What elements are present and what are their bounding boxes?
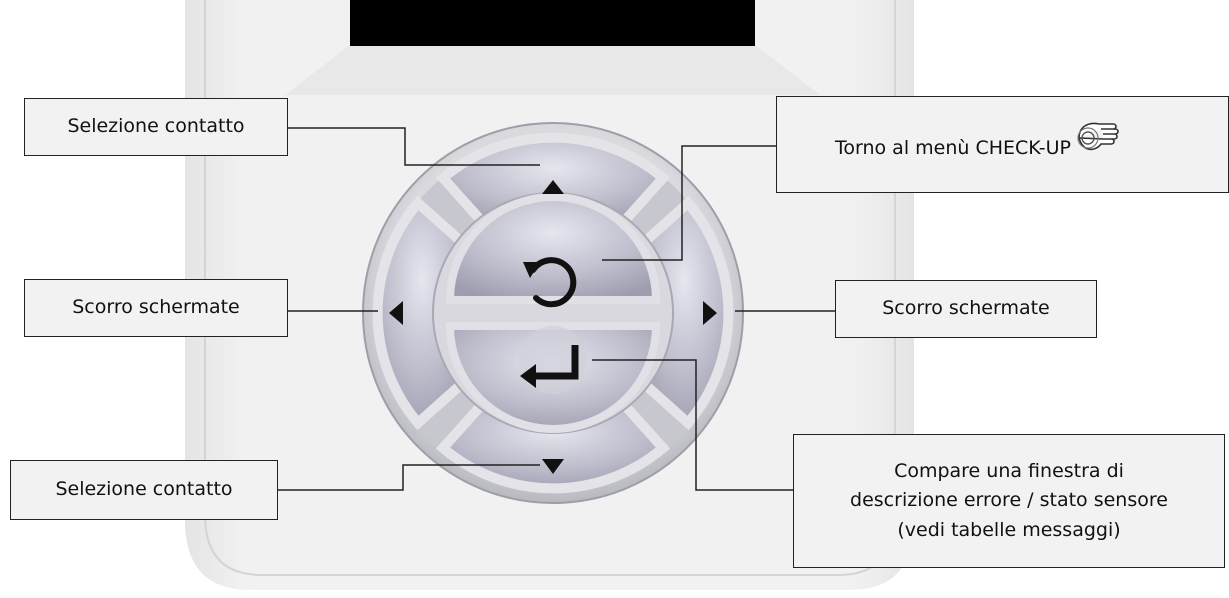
label-enter-line-3: (vedi tabelle messaggi) [897, 518, 1121, 541]
label-back-text: Torno al menù CHECK-UP [835, 136, 1071, 159]
pointing-hand-icon [1077, 122, 1119, 150]
triangle-down-icon [542, 459, 564, 474]
label-enter: Compare una finestra di descrizione erro… [793, 434, 1225, 568]
label-enter-line-2: descrizione errore / stato sensore [850, 489, 1168, 512]
label-enter-line-1: Compare una finestra di [894, 459, 1124, 482]
label-back: Torno al menù CHECK-UP [776, 96, 1229, 193]
enter-return-icon [520, 345, 579, 388]
display-screen [350, 0, 755, 46]
triangle-up-icon [542, 180, 564, 194]
label-left: Scorro schermate [24, 279, 288, 337]
label-up: Selezione contatto [24, 98, 288, 156]
triangle-left-icon [389, 301, 403, 325]
label-down: Selezione contatto [10, 460, 278, 520]
label-right: Scorro schermate [835, 280, 1097, 338]
undo-arrow-icon [523, 257, 577, 308]
triangle-right-icon [703, 301, 717, 325]
